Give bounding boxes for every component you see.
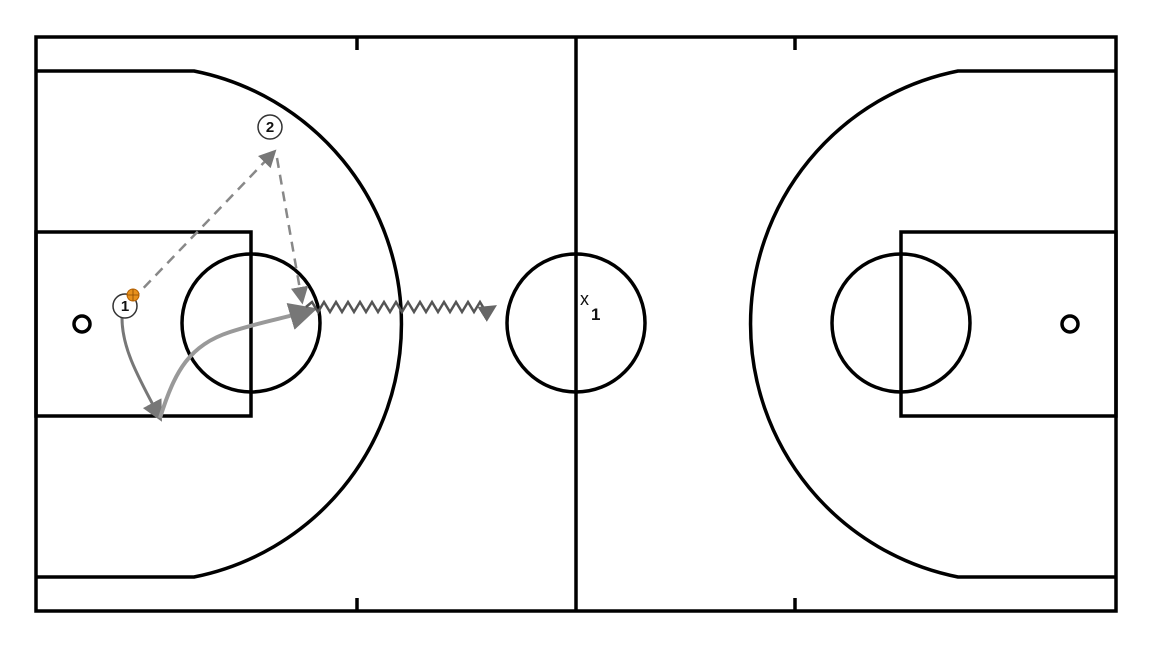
three-point-line-right: [748, 69, 1116, 579]
hoop-left: [72, 314, 92, 334]
hoop-right: [1060, 314, 1080, 334]
play-actions: [120, 149, 497, 422]
defender-1: x 1: [580, 289, 600, 324]
player-2-marker: [257, 114, 283, 140]
free-throw-circle-left: [180, 252, 322, 394]
pass-arrow-2-return: [275, 157, 309, 305]
basketball-seam: [127, 289, 139, 301]
three-point-line-left: [36, 69, 404, 579]
pass-arrow-1-to-2: [131, 149, 277, 301]
defender-1-number: 1: [591, 305, 600, 324]
free-throw-circle-right: [830, 252, 972, 394]
cut-path-down: [120, 317, 162, 422]
dribble-path: [305, 299, 497, 322]
player-2-label: 2: [266, 119, 274, 136]
player-2: 2: [257, 114, 283, 140]
key-right: [899, 230, 1118, 418]
player-1-label: 1: [121, 298, 129, 315]
player-1: 1: [112, 288, 140, 319]
center-circle: [505, 252, 647, 394]
defender-1-symbol: x: [580, 289, 589, 309]
cut-path-curl: [158, 302, 318, 419]
court-lines: [34, 35, 1118, 613]
